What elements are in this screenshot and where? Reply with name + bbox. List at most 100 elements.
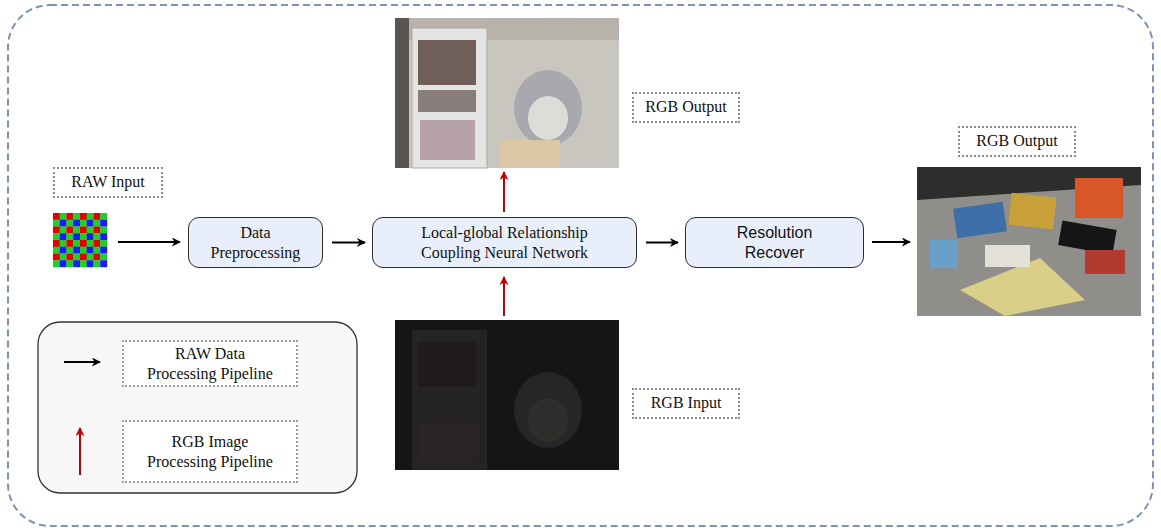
node-text: Resolution Recover — [725, 223, 825, 261]
photo-clothes — [418, 90, 476, 112]
process-box: Data Preprocessing — [188, 217, 323, 268]
photo-box — [930, 240, 958, 268]
bayer-cell — [67, 240, 74, 247]
photo-plush — [514, 372, 582, 448]
bayer-cell — [53, 254, 60, 261]
bayer-cell — [80, 254, 87, 261]
process-box: Resolution Recover — [685, 217, 864, 268]
outer-frame — [8, 5, 1153, 526]
bayer-cell — [67, 233, 74, 240]
bayer-cell — [87, 254, 94, 261]
bayer-cell — [94, 227, 101, 234]
bayer-cell — [87, 220, 94, 227]
bayer-mosaic — [53, 213, 107, 267]
bayer-cell — [53, 260, 60, 267]
bayer-cell — [67, 260, 74, 267]
node-text: Data Preprocessing — [201, 223, 311, 261]
flow-arrow — [872, 241, 910, 243]
photo-plush — [528, 398, 568, 442]
result-photo — [917, 167, 1141, 316]
io-label: RGB Output — [958, 126, 1076, 157]
photo-wall — [395, 18, 619, 168]
node-text: RGB Output — [976, 131, 1057, 150]
io-label: RGB Input — [632, 388, 740, 419]
bayer-cell — [94, 254, 101, 261]
photo-book — [1008, 193, 1056, 230]
bayer-cell — [87, 247, 94, 254]
legend-sample-black-arrow — [64, 361, 100, 363]
photo-clothes — [418, 342, 476, 387]
legend-text: RAW Data Processing Pipeline — [143, 344, 278, 382]
bayer-cell — [53, 247, 60, 254]
photo-box — [500, 140, 560, 168]
photo-book — [985, 245, 1030, 267]
input-photo — [395, 320, 619, 470]
bayer-cell — [73, 213, 80, 220]
photo-dark — [395, 320, 619, 470]
bayer-cell — [80, 213, 87, 220]
bayer-cell — [80, 227, 87, 234]
bayer-cell — [100, 247, 107, 254]
bayer-cell — [94, 260, 101, 267]
bayer-cell — [80, 260, 87, 267]
bayer-cell — [73, 247, 80, 254]
bayer-cell — [67, 247, 74, 254]
process-box: Local-global Relationship Coupling Neura… — [372, 217, 637, 268]
legend-sample-red-arrow — [79, 428, 81, 475]
photo-clothes — [418, 40, 476, 85]
bayer-cell — [73, 240, 80, 247]
legend-entry: RGB Image Processing Pipeline — [122, 420, 298, 483]
photo-book — [1085, 250, 1125, 274]
rgb-flow-arrow — [503, 172, 505, 212]
bayer-cell — [87, 260, 94, 267]
bayer-cell — [87, 213, 94, 220]
bayer-cell — [53, 240, 60, 247]
photo-edge — [395, 18, 409, 168]
node-text: RAW Input — [71, 172, 145, 191]
photo-book — [1075, 178, 1123, 218]
bayer-cell — [60, 254, 67, 261]
photo-clothes — [420, 120, 475, 160]
photo-clothes — [420, 422, 475, 462]
photo-device — [1058, 220, 1117, 254]
bayer-cell — [80, 220, 87, 227]
bayer-cell — [60, 247, 67, 254]
bayer-cell — [60, 213, 67, 220]
bayer-cell — [87, 240, 94, 247]
legend-entry: RAW Data Processing Pipeline — [122, 340, 298, 387]
photo-back — [917, 167, 1141, 316]
bayer-cell — [100, 260, 107, 267]
bayer-cell — [94, 220, 101, 227]
bayer-cell — [60, 220, 67, 227]
bayer-cell — [100, 213, 107, 220]
bayer-cell — [67, 220, 74, 227]
bayer-cell — [100, 240, 107, 247]
rgb-flow-arrow — [503, 277, 505, 316]
bayer-cell — [100, 227, 107, 234]
bayer-cell — [94, 233, 101, 240]
bayer-cell — [53, 213, 60, 220]
node-text: RGB Input — [651, 393, 722, 412]
photo-shelf — [412, 330, 487, 470]
bayer-cell — [73, 220, 80, 227]
bayer-cell — [87, 227, 94, 234]
bayer-cell — [67, 213, 74, 220]
bayer-cell — [60, 240, 67, 247]
bayer-cell — [73, 227, 80, 234]
legend-panel — [38, 322, 357, 493]
bayer-cell — [94, 213, 101, 220]
bayer-cell — [100, 254, 107, 261]
photo-plush — [514, 70, 582, 146]
bayer-cell — [80, 247, 87, 254]
flow-arrow — [118, 241, 180, 243]
bayer-cell — [100, 220, 107, 227]
photo-shelf — [412, 28, 487, 168]
bayer-cell — [94, 247, 101, 254]
flow-arrow — [332, 242, 365, 244]
legend-text: RGB Image Processing Pipeline — [143, 432, 278, 470]
bayer-cell — [73, 233, 80, 240]
bayer-cell — [53, 220, 60, 227]
bayer-cell — [80, 240, 87, 247]
output-photo — [395, 18, 619, 168]
bayer-cell — [80, 233, 87, 240]
